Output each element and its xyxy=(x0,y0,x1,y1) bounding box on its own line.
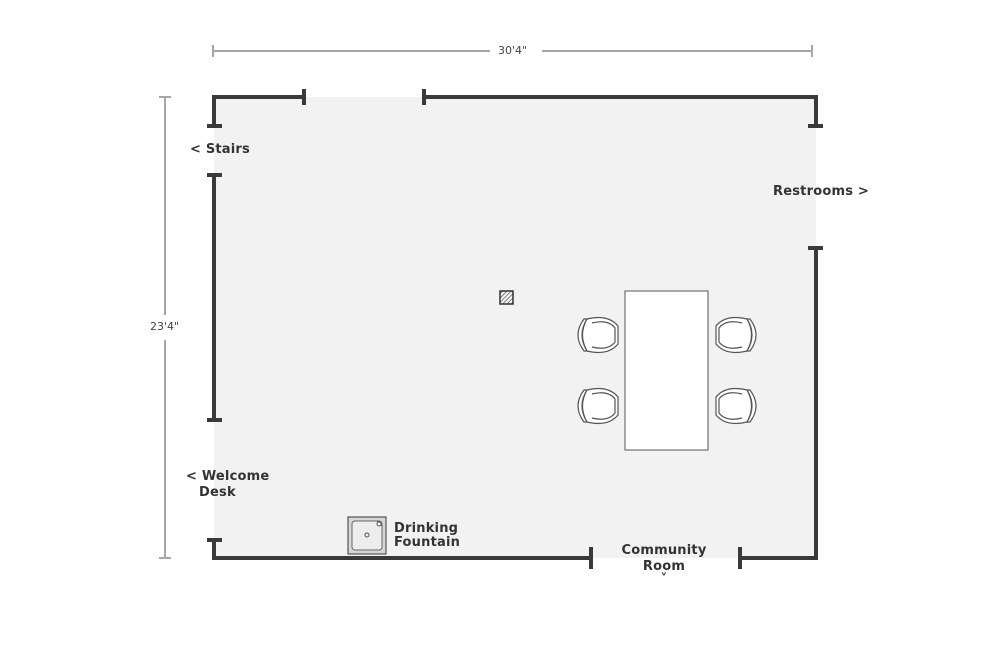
community-room-line2: Room xyxy=(642,559,686,574)
wall-bottom-left xyxy=(212,538,593,560)
drinking-fountain-line1: Drinking xyxy=(394,521,459,536)
chair-icon xyxy=(715,387,757,425)
stairs-label: < Stairs xyxy=(190,142,250,157)
community-room-line1: Community xyxy=(621,543,707,558)
community-room-label: Community Room ˅ xyxy=(618,543,710,587)
wall-top-right xyxy=(422,95,818,128)
column-icon xyxy=(499,290,514,305)
height-dimension-line xyxy=(159,96,171,559)
chair-icon xyxy=(577,316,619,354)
welcome-desk-line2: Desk xyxy=(199,485,236,500)
walls xyxy=(207,89,823,569)
height-dimension-label: 23'4" xyxy=(150,320,180,333)
welcome-desk-line1: < Welcome xyxy=(186,469,270,484)
chair-icon xyxy=(577,387,619,425)
width-dimension-line xyxy=(212,45,813,57)
restrooms-label: Restrooms > xyxy=(773,184,869,199)
welcome-desk-label: < Welcome Desk xyxy=(186,469,269,501)
width-dimension-label: 30'4" xyxy=(498,44,528,57)
wall-top-left xyxy=(212,95,306,128)
community-room-arrow: ˅ xyxy=(660,572,668,587)
drinking-fountain-line2: Fountain xyxy=(394,535,461,550)
wall-bottom-right xyxy=(738,246,818,560)
chair-icon xyxy=(715,316,757,354)
drinking-fountain-label: Drinking Fountain xyxy=(394,522,460,550)
drinking-fountain-icon xyxy=(347,516,387,555)
table-icon xyxy=(624,290,709,451)
